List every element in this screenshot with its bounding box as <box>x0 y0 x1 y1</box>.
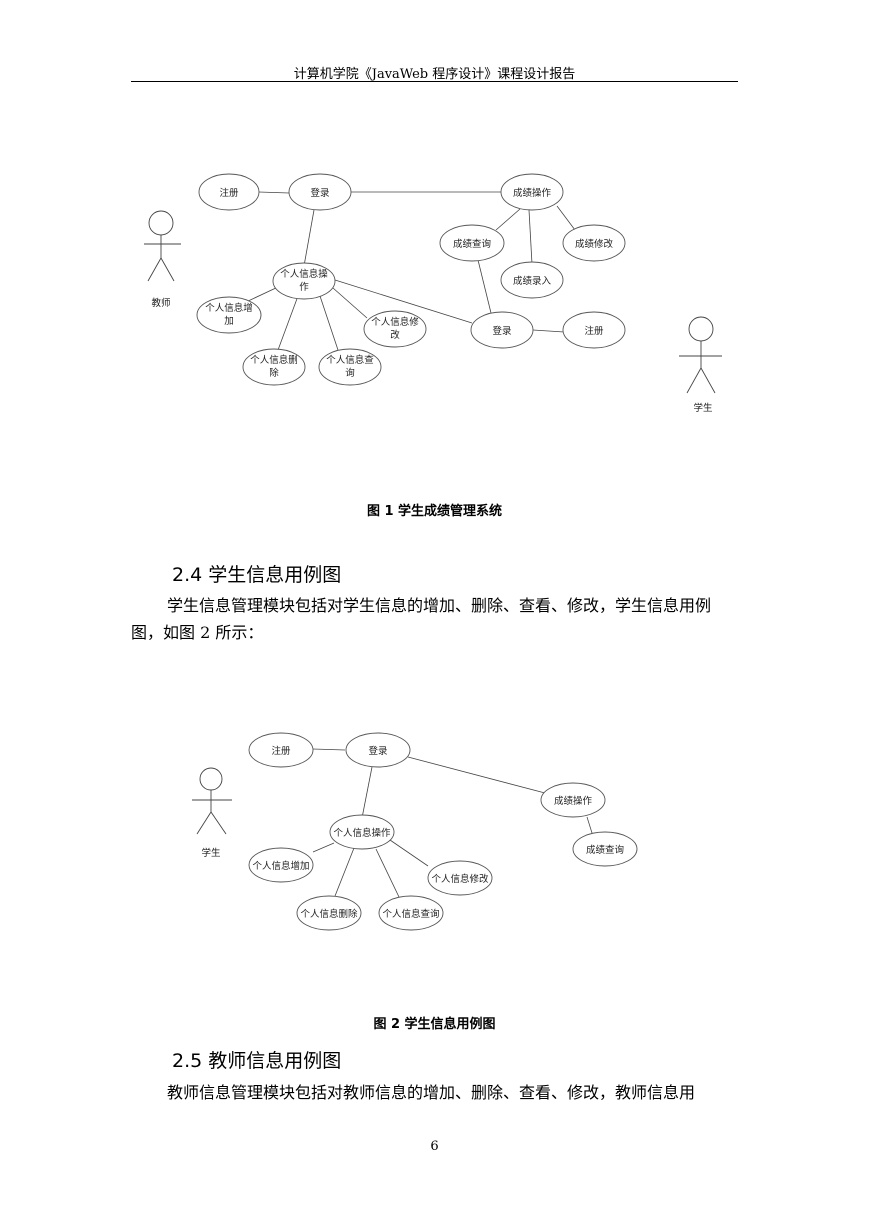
usecase-grade-entry <box>500 261 564 299</box>
label-login-student: 登录 <box>492 326 512 337</box>
fig2-label-grade-ops: 成绩操作 <box>554 795 593 807</box>
usecase-info-ops <box>272 262 336 300</box>
fig2-usecase-info-query <box>378 895 444 931</box>
fig2-label-info-add: 个人信息增加 <box>252 860 309 872</box>
usecase-login-student <box>470 311 534 349</box>
label-info-query-1: 个人信息查 <box>326 354 374 366</box>
label-info-ops-1: 个人信息操 <box>280 268 328 280</box>
label-grade-query: 成绩查询 <box>453 238 491 250</box>
label-info-query-2: 询 <box>345 367 355 379</box>
actor-teacher-label: 教师 <box>151 297 170 309</box>
fig2-usecase-grade-ops <box>540 782 606 818</box>
label-info-add-2: 加 <box>224 316 234 327</box>
fig2-label-info-ops: 个人信息操作 <box>333 827 391 839</box>
label-info-modify-1: 个人信息修 <box>371 316 419 328</box>
actor-student-icon <box>679 316 722 394</box>
label-grade-modify: 成绩修改 <box>575 238 614 250</box>
usecase-info-query <box>318 348 382 386</box>
fig2-label-info-query: 个人信息查询 <box>382 908 439 920</box>
fig2-label-info-delete: 个人信息删除 <box>300 908 358 920</box>
usecase-grade-modify <box>562 224 626 262</box>
fig2-label-login: 登录 <box>368 746 388 757</box>
section-2-5-heading: 2.5 教师信息用例图 <box>172 1050 342 1072</box>
fig2-actor-student-icon <box>192 767 232 835</box>
label-info-ops-2: 作 <box>299 281 309 293</box>
label-register-student: 注册 <box>584 325 604 337</box>
page-header: 计算机学院《JavaWeb 程序设计》课程设计报告 <box>293 67 576 82</box>
usecase-info-add <box>196 296 262 334</box>
fig2-label-info-modify: 个人信息修改 <box>431 873 489 885</box>
page-number: 6 <box>430 1139 439 1154</box>
label-grade-entry: 成绩录入 <box>513 275 552 287</box>
usecase-info-modify <box>363 310 427 348</box>
usecase-register-student <box>562 311 626 349</box>
fig2-usecase-grade-query <box>572 831 638 867</box>
label-info-add-1: 个人信息增 <box>205 302 253 314</box>
actor-teacher-icon <box>144 210 181 282</box>
label-login-teacher: 登录 <box>310 188 330 199</box>
label-info-delete-1: 个人信息删 <box>250 354 298 366</box>
usecase-register-teacher <box>198 173 260 211</box>
fig2-actor-student-label: 学生 <box>201 847 221 859</box>
section-2-5-paragraph: 教师信息管理模块包括对教师信息的增加、删除、查看、修改，教师信息用 <box>167 1083 696 1102</box>
fig2-label-grade-query: 成绩查询 <box>586 844 624 856</box>
label-info-modify-2: 改 <box>390 329 400 341</box>
usecase-grade-query <box>439 224 505 262</box>
fig2-usecase-info-ops <box>329 814 395 850</box>
section-2-4-heading: 2.4 学生信息用例图 <box>172 564 342 586</box>
fig2-usecase-info-add <box>248 847 314 883</box>
section-2-4-paragraph: 学生信息管理模块包括对学生信息的增加、删除、查看、修改，学生信息用例图，如图 2… <box>131 596 712 642</box>
fig2-usecase-info-delete <box>296 895 362 931</box>
fig2-label-register: 注册 <box>271 745 291 757</box>
actor-student-label: 学生 <box>693 402 713 414</box>
usecase-info-delete <box>242 348 306 386</box>
label-register-teacher: 注册 <box>219 187 239 199</box>
fig2-usecase-login <box>345 732 411 768</box>
label-info-delete-2: 除 <box>269 367 279 379</box>
label-grade-ops: 成绩操作 <box>513 187 552 199</box>
figure1-caption: 图 1 学生成绩管理系统 <box>366 504 503 519</box>
usecase-login-teacher <box>288 173 352 211</box>
usecase-grade-ops <box>500 173 564 211</box>
header-rule <box>131 81 738 82</box>
figure2-caption: 图 2 学生信息用例图 <box>373 1017 496 1032</box>
fig2-usecase-info-modify <box>427 860 493 896</box>
fig2-usecase-register <box>248 732 314 768</box>
